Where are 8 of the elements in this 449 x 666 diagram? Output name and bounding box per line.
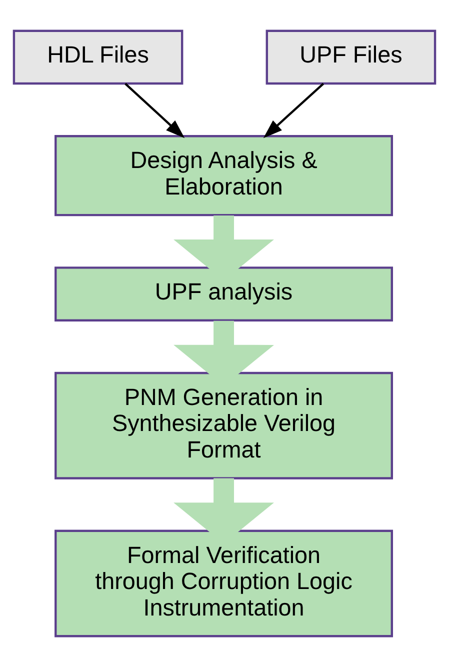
node-box: Design Analysis & Elaboration: [54, 134, 393, 216]
node-box: PNM Generation in Synthesizable Verilog Format: [54, 371, 393, 479]
node-box: UPF analysis: [54, 266, 393, 321]
node-box: HDL Files: [12, 29, 184, 84]
node-box: UPF Files: [266, 29, 436, 84]
node-box: Formal Verification through Corruption Logic Instrumentation: [54, 529, 393, 637]
arrow: [263, 82, 324, 138]
arrow: [124, 82, 185, 138]
